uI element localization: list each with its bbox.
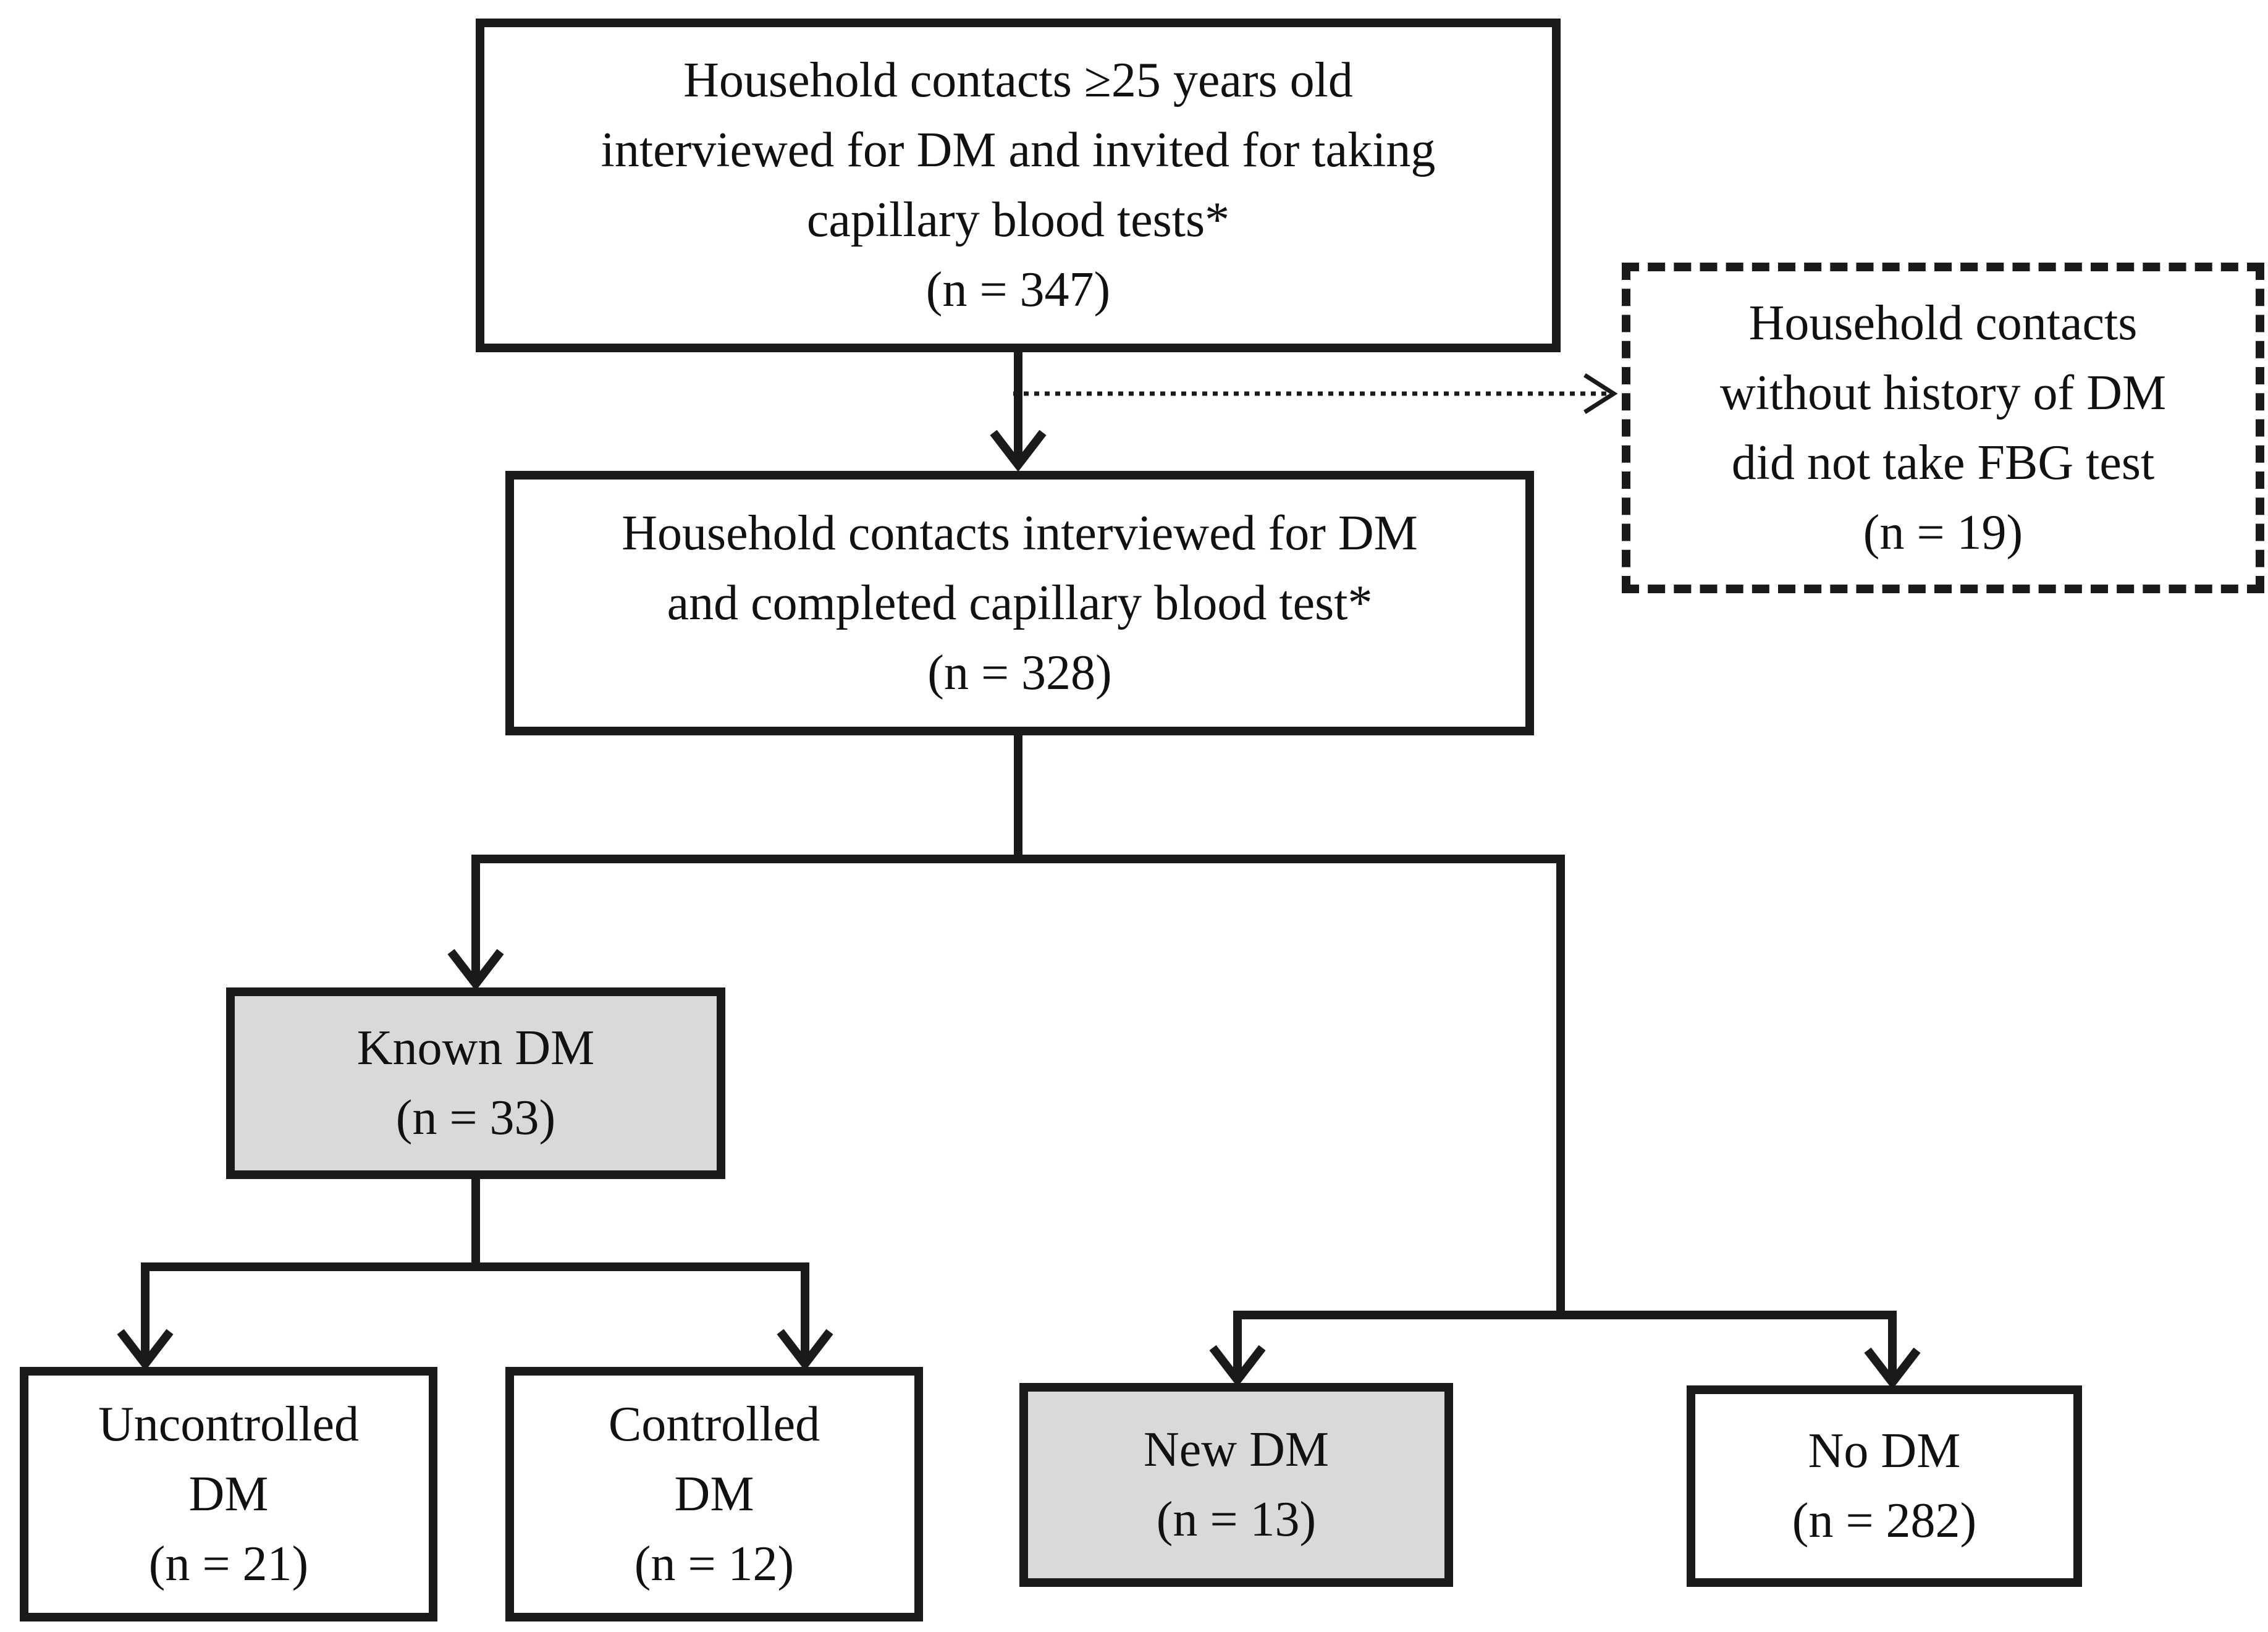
arrowhead-top-to-completed: [990, 429, 1047, 472]
box-uncontrolled-dm-line-1: Uncontrolled: [98, 1397, 360, 1452]
box-known-dm-label: Known DM: [356, 1021, 595, 1075]
box-excluded-line-2: without history of DM: [1719, 365, 2167, 420]
box-uncontrolled-dm-count: (n = 21): [148, 1536, 309, 1591]
box-no-dm-label: No DM: [1808, 1424, 1961, 1478]
arrowhead-to-excluded: [1583, 373, 1618, 414]
box-uncontrolled-dm-line-2: DM: [188, 1466, 269, 1521]
box-new-dm-count: (n = 13): [1156, 1492, 1317, 1547]
box-completed-line-2: and completed capillary blood test*: [667, 575, 1373, 630]
box-known-dm: Known DM (n = 33): [226, 987, 725, 1179]
box-completed-count: (n = 328): [927, 645, 1112, 700]
arrowhead-to-known-dm: [447, 949, 504, 991]
box-completed-test: Household contacts interviewed for DM an…: [505, 471, 1534, 735]
arrowhead-to-controlled-dm: [777, 1329, 833, 1371]
box-excluded-no-fbg: Household contacts without history of DM…: [1622, 263, 2264, 593]
box-excluded-line-1: Household contacts: [1748, 295, 2138, 350]
box-excluded-line-3: did not take FBG test: [1731, 435, 2155, 490]
box-controlled-dm: Controlled DM (n = 12): [505, 1367, 923, 1621]
box-interviewed-invited-line-3: capillary blood tests*: [806, 193, 1230, 247]
box-controlled-dm-count: (n = 12): [634, 1536, 795, 1591]
box-controlled-dm-line-1: Controlled: [608, 1397, 820, 1452]
box-interviewed-invited-line-2: interviewed for DM and invited for takin…: [601, 123, 1436, 177]
box-completed-line-1: Household contacts interviewed for DM: [622, 505, 1418, 560]
box-new-dm: New DM (n = 13): [1019, 1383, 1453, 1587]
box-interviewed-invited-count: (n = 347): [925, 263, 1111, 317]
box-excluded-count: (n = 19): [1863, 505, 2023, 560]
arrowhead-to-no-dm: [1864, 1347, 1921, 1390]
arrowhead-to-new-dm: [1209, 1345, 1266, 1387]
box-controlled-dm-line-2: DM: [674, 1466, 754, 1521]
box-known-dm-count: (n = 33): [395, 1091, 556, 1145]
box-interviewed-invited: Household contacts ≥25 years old intervi…: [476, 19, 1561, 352]
box-interviewed-invited-line-1: Household contacts ≥25 years old: [683, 53, 1353, 108]
box-no-dm-count: (n = 282): [1792, 1494, 1977, 1548]
arrowhead-to-uncontrolled-dm: [117, 1329, 174, 1371]
box-new-dm-label: New DM: [1144, 1423, 1329, 1477]
box-no-dm: No DM (n = 282): [1687, 1385, 2082, 1587]
box-uncontrolled-dm: Uncontrolled DM (n = 21): [20, 1367, 437, 1621]
